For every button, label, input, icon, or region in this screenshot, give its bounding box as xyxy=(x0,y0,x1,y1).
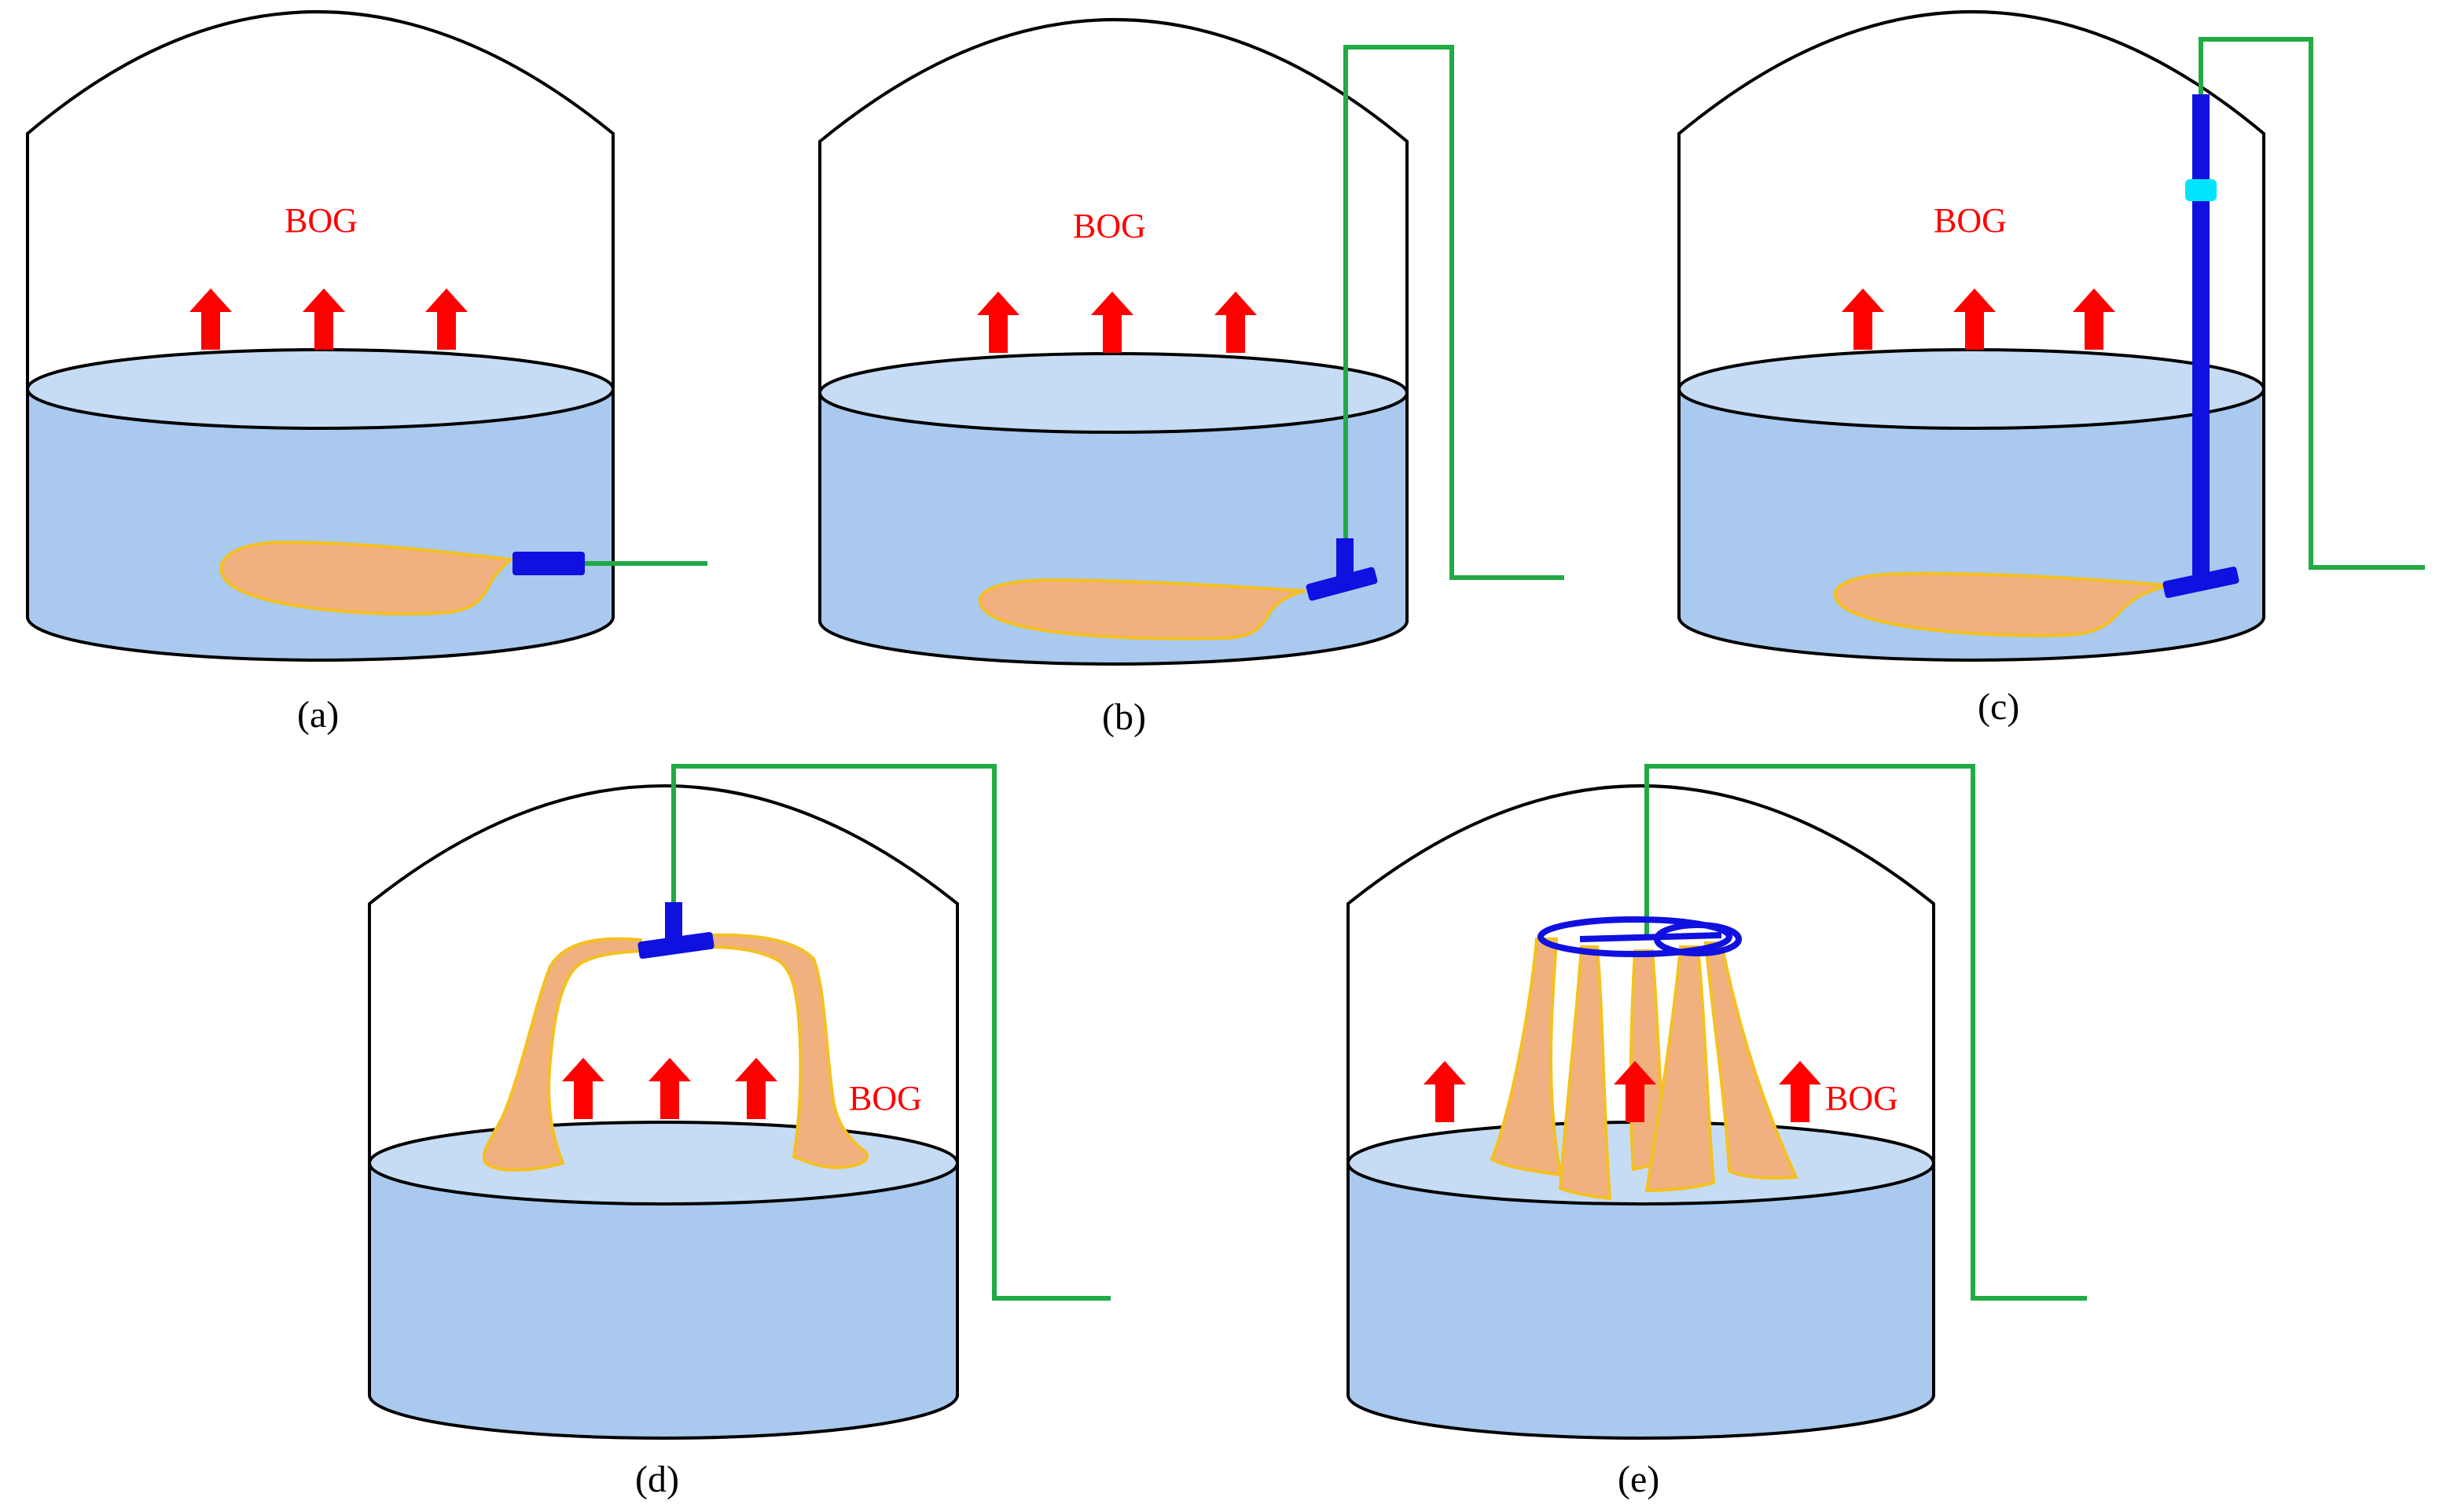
panel-caption: (d) xyxy=(635,1459,679,1500)
panel-caption: (a) xyxy=(297,694,339,736)
panel-c: BOG (c) xyxy=(1677,10,2425,728)
panel-a: BOG (a) xyxy=(26,10,707,736)
panel-d: BOG (d) xyxy=(368,764,1111,1500)
spray-plume xyxy=(1644,945,1716,1193)
bog-label: BOG xyxy=(1073,207,1146,245)
spray-plume xyxy=(1490,938,1563,1177)
feed-pipe xyxy=(2199,37,2425,570)
panel-caption: (c) xyxy=(1978,686,2019,728)
spray-plume xyxy=(1833,571,2170,637)
feed-pipe xyxy=(1644,764,2087,1301)
feed-pipe xyxy=(1343,45,1564,580)
feed-pipe xyxy=(671,764,1111,1301)
spray-nozzle-icon xyxy=(1306,538,1378,601)
spray-nozzle-icon xyxy=(512,552,585,575)
tank-body xyxy=(1346,784,1935,1440)
bog-label: BOG xyxy=(1825,1079,1898,1117)
spray-plume xyxy=(978,578,1306,640)
spray-plume xyxy=(706,933,869,1169)
panel-b: BOG (b) xyxy=(818,18,1564,738)
panel-caption: (e) xyxy=(1618,1459,1659,1500)
spray-nozzle-icon xyxy=(2162,94,2239,598)
spray-plume xyxy=(1703,941,1799,1180)
bog-label: BOG xyxy=(1934,201,2007,240)
panel-caption: (b) xyxy=(1102,696,1146,738)
bog-label: BOG xyxy=(285,201,358,240)
spray-nozzle-icon xyxy=(637,902,715,960)
spray-ring-icon xyxy=(1537,916,1742,957)
spray-plume xyxy=(1558,945,1612,1201)
spray-plume xyxy=(219,540,515,616)
bog-label: BOG xyxy=(849,1079,922,1117)
panel-e: BOG (e) xyxy=(1346,764,2087,1500)
spray-plume xyxy=(482,937,642,1172)
